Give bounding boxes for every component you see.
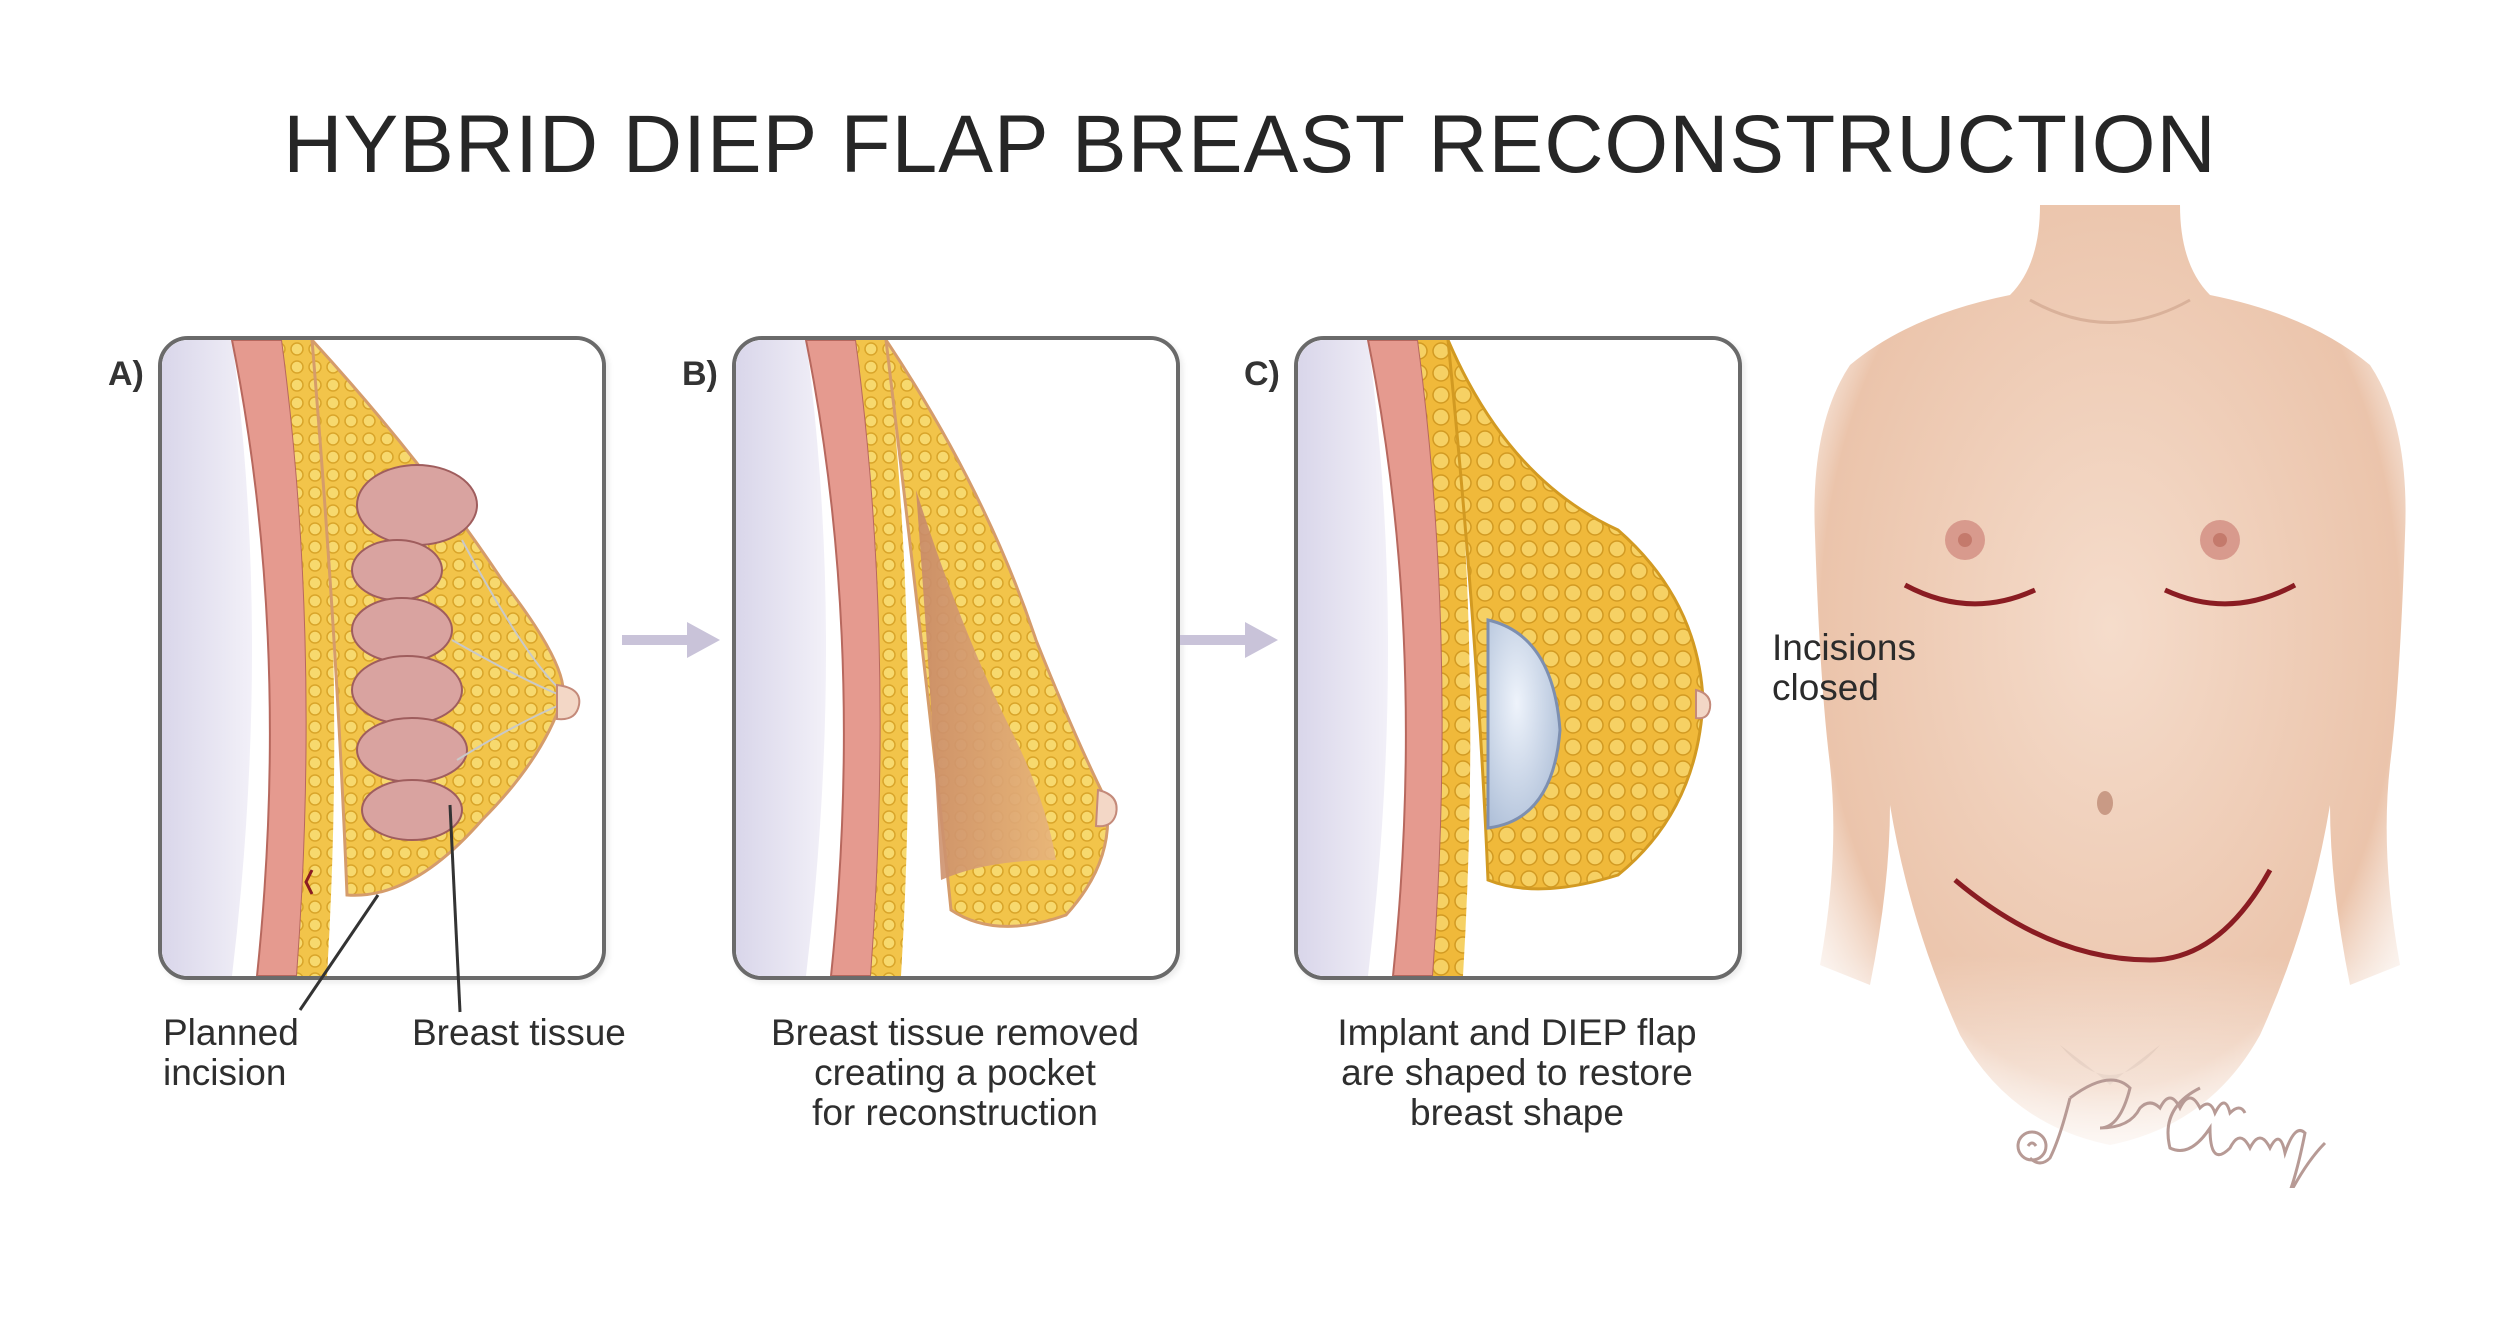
diagram-title: HYBRID DIEP FLAP BREAST RECONSTRUCTION [283,99,2217,190]
panel-c-cross-section [1298,340,1738,976]
planned-incision-leader [298,894,380,1011]
panel-b-label: B) [682,355,718,393]
panel-b [732,336,1180,980]
panel-c [1294,336,1742,980]
panel-b-caption: Breast tissue removed creating a pocket … [770,1012,1140,1133]
artist-signature [2016,1078,2327,1188]
arrow-right-icon [1180,622,1278,658]
panel-a-cross-section [162,340,602,976]
incisions-closed-label: Incisions closed [1772,627,1916,708]
panel-c-caption: Implant and DIEP flap are shaped to rest… [1337,1012,1697,1133]
breast-tissue-leader [448,804,462,1013]
arrow-right-icon [622,622,720,658]
breast-tissue-caption: Breast tissue [412,1012,626,1053]
panel-b-cross-section [736,340,1176,976]
panel-a-label: A) [108,355,144,393]
panel-a [158,336,606,980]
panel-c-label: C) [1244,355,1280,393]
torso-figure [1790,205,2430,1205]
planned-incision-caption: Planned incision [163,1012,299,1093]
